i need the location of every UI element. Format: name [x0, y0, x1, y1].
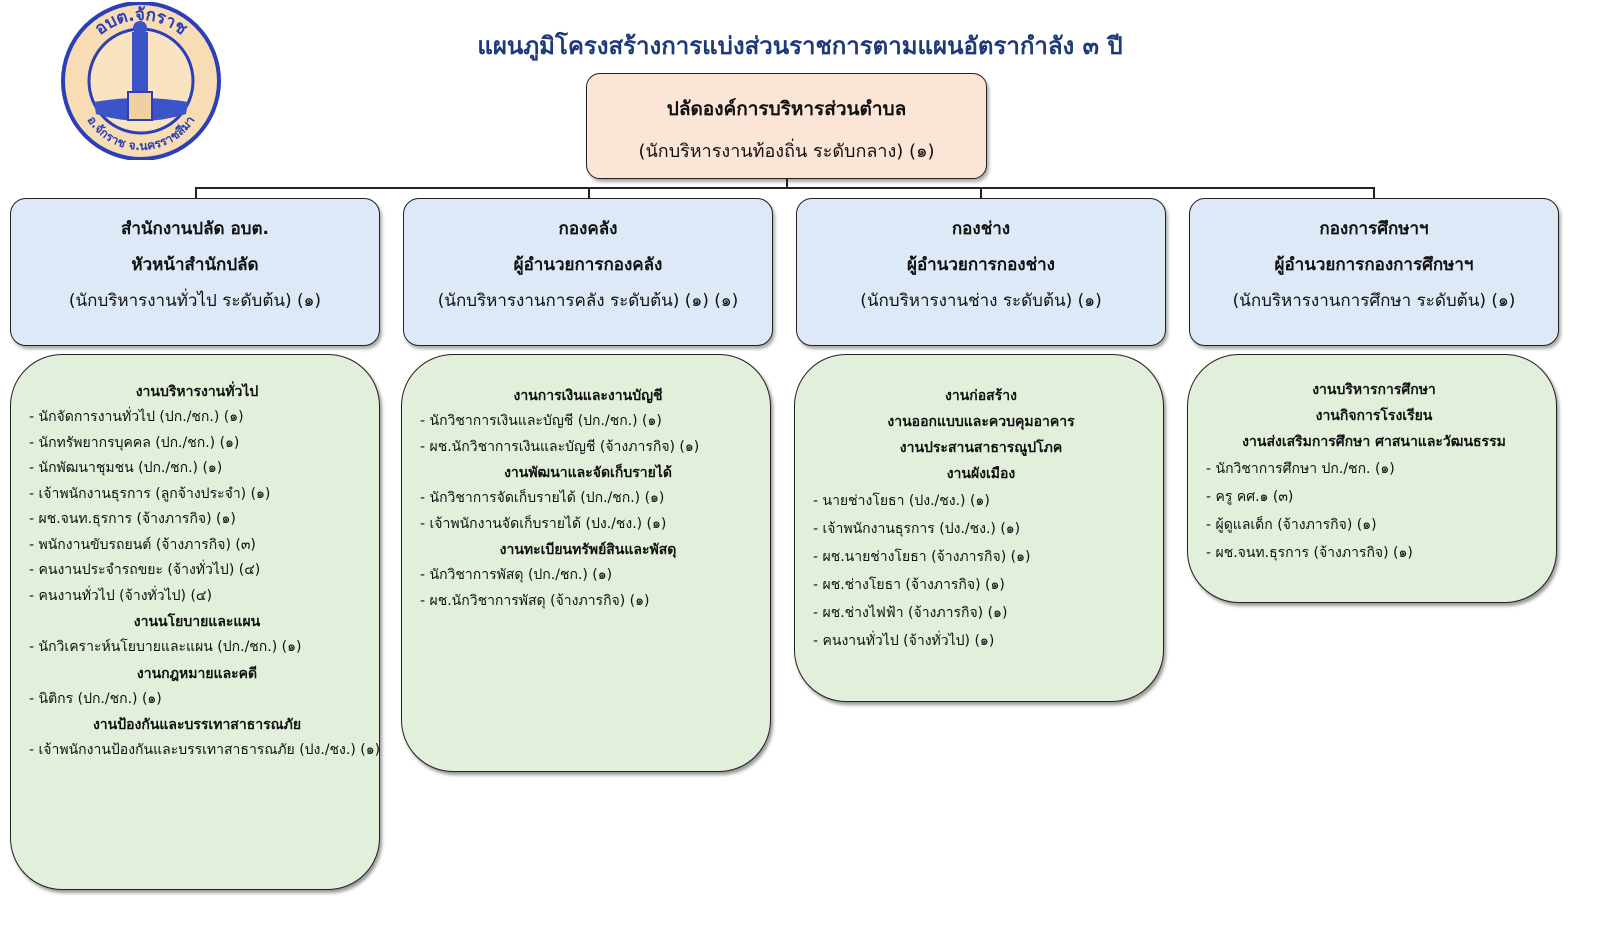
- position-list-item: - คนงานประจำรถขยะ (จ้างทั่วไป) (๔): [29, 562, 261, 578]
- position-list-item: - เจ้าพนักงานจัดเก็บรายได้ (ปง./ชง.) (๑): [420, 515, 667, 532]
- section-heading: งานกิจการโรงเรียน: [1315, 408, 1433, 424]
- section-heading: งานบริหารงานทั่วไป: [135, 384, 259, 400]
- department-box-engineering: กองช่าง ผู้อำนวยการกองช่าง (นักบริหารงาน…: [796, 198, 1166, 346]
- position-list-item: - นักจัดการงานทั่วไป (ปก./ชก.) (๑): [29, 409, 244, 425]
- section-box-office-of-permanent-secretary: งานบริหารงานทั่วไป - นักจัดการงานทั่วไป (…: [10, 354, 380, 890]
- department-name: กองช่าง: [951, 219, 1011, 239]
- position-list-item: - ครู คศ.๑ (๓): [1206, 489, 1294, 505]
- section-heading: งานป้องกันและบรรเทาสาธารณภัย: [92, 717, 302, 733]
- department-box-office-of-permanent-secretary: สำนักงานปลัด อบต. หัวหน้าสำนักปลัด (นักบ…: [10, 198, 380, 346]
- connector-line: [786, 178, 788, 188]
- position-list-item: - นักทรัพยากรบุคคล (ปก./ชก.) (๑): [29, 434, 240, 451]
- connector-line: [195, 187, 197, 198]
- position-list-item: - นายช่างโยธา (ปง./ชง.) (๑): [813, 493, 990, 509]
- department-head-position: (นักบริหารงานทั่วไป ระดับต้น) (๑): [68, 291, 322, 311]
- department-name: สำนักงานปลัด อบต.: [121, 219, 269, 239]
- position-list-item: - คนงานทั่วไป (จ้างทั่วไป) (๑): [813, 633, 995, 649]
- position-list-item: - คนงานทั่วไป (จ้างทั่วไป) (๔): [29, 587, 212, 604]
- position-list-item: - เจ้าพนักงานธุรการ (ปง./ชง.) (๑): [813, 521, 1021, 537]
- section-heading: งานกฎหมายและคดี: [136, 665, 258, 682]
- department-name: กองคลัง: [558, 219, 618, 239]
- chief-position: (นักบริหารงานท้องถิ่น ระดับกลาง) (๑): [638, 141, 935, 162]
- department-name: กองการศึกษาฯ: [1319, 219, 1429, 239]
- position-list-item: - เจ้าพนักงานป้องกันและบรรเทาสาธารณภัย (…: [29, 742, 381, 758]
- position-list-item: - ผช.นักวิชาการพัสดุ (จ้างภารกิจ) (๑): [420, 592, 650, 609]
- department-head-position: (นักบริหารงานการคลัง ระดับต้น) (๑) (๑): [437, 291, 739, 311]
- position-list-item: - ผช.นักวิชาการเงินและบัญชี (จ้างภารกิจ)…: [420, 438, 700, 455]
- organization-seal-logo: อบต.จักราช อ.จักราช จ.นครราชสีมา: [61, 2, 221, 160]
- position-list-item: - เจ้าพนักงานธุรการ (ลูกจ้างประจำ) (๑): [29, 485, 271, 502]
- position-list-item: - นิติกร (ปก./ชก.) (๑): [29, 690, 162, 707]
- position-list-item: - ผช.จนท.ธุรการ (จ้างภารกิจ) (๑): [29, 511, 236, 527]
- department-head: หัวหน้าสำนักปลัด: [131, 255, 259, 275]
- chief-title: ปลัดองค์การบริหารส่วนตำบล: [666, 98, 907, 120]
- position-list-item: - ผช.จนท.ธุรการ (จ้างภารกิจ) (๑): [1206, 545, 1413, 561]
- section-heading: งานทะเบียนทรัพย์สินและพัสดุ: [499, 542, 677, 558]
- department-head-position: (นักบริหารงานช่าง ระดับต้น) (๑): [860, 291, 1102, 311]
- chief-administrator-box: ปลัดองค์การบริหารส่วนตำบล (นักบริหารงานท…: [586, 73, 987, 179]
- section-heading: งานผังเมือง: [946, 466, 1016, 482]
- connector-line: [588, 187, 590, 198]
- connector-line: [195, 187, 1375, 189]
- position-list-item: - นักวิชาการจัดเก็บรายได้ (ปก./ชก.) (๑): [420, 490, 665, 506]
- section-heading: งานพัฒนาและจัดเก็บรายได้: [504, 465, 672, 481]
- section-box-finance: งานการเงินและงานบัญชี - นักวิชาการเงินและ…: [401, 354, 771, 772]
- department-head: ผู้อำนวยการกองการศึกษาฯ: [1274, 255, 1474, 275]
- section-heading: งานนโยบายและแผน: [133, 614, 261, 630]
- position-list-item: - นักวิเคราะห์นโยบายและแผน (ปก./ชก.) (๑): [29, 639, 302, 655]
- section-heading: งานก่อสร้าง: [945, 388, 1017, 404]
- department-head-position: (นักบริหารงานการศึกษา ระดับต้น) (๑): [1232, 291, 1516, 311]
- position-list-item: - นักพัฒนาชุมชน (ปก./ชก.) (๑): [29, 460, 223, 476]
- section-heading: งานบริหารการศึกษา: [1312, 382, 1436, 398]
- section-box-education: งานบริหารการศึกษางานกิจการโรงเรียนงานส่ง…: [1187, 354, 1557, 603]
- position-list-item: - ผช.นายช่างโยธา (จ้างภารกิจ) (๑): [813, 549, 1031, 565]
- position-list-item: - นักวิชาการเงินและบัญชี (ปก./ชก.) (๑): [420, 413, 662, 429]
- department-box-education: กองการศึกษาฯ ผู้อำนวยการกองการศึกษาฯ (นั…: [1189, 198, 1559, 346]
- department-box-finance: กองคลัง ผู้อำนวยการกองคลัง (นักบริหารงาน…: [403, 198, 773, 346]
- section-box-engineering: งานก่อสร้างงานออกแบบและควบคุมอาคารงานประ…: [794, 354, 1164, 702]
- section-heading: งานส่งเสริมการศึกษา ศาสนาและวัฒนธรรม: [1242, 434, 1506, 450]
- position-list-item: - ผู้ดูแลเด็ก (จ้างภารกิจ) (๑): [1206, 517, 1377, 533]
- connector-line: [1373, 187, 1375, 198]
- chart-title: แผนภูมิโครงสร้างการแบ่งส่วนราชการตามแผนอ…: [477, 32, 1123, 60]
- department-head: ผู้อำนวยการกองคลัง: [513, 255, 663, 275]
- section-heading: งานออกแบบและควบคุมอาคาร: [887, 414, 1075, 430]
- position-list-item: - ผช.ช่างโยธา (จ้างภารกิจ) (๑): [813, 577, 1005, 593]
- section-heading: งานการเงินและงานบัญชี: [513, 388, 663, 404]
- position-list-item: - นักวิชาการพัสดุ (ปก./ชก.) (๑): [420, 567, 613, 583]
- position-list-item: - นักวิชาการศึกษา ปก./ชก. (๑): [1206, 461, 1395, 477]
- connector-line: [980, 187, 982, 198]
- section-heading: งานประสานสาธารณูปโภค: [899, 440, 1063, 456]
- position-list-item: - ผช.ช่างไฟฟ้า (จ้างภารกิจ) (๑): [813, 605, 1008, 621]
- position-list-item: - พนักงานขับรถยนต์ (จ้างภารกิจ) (๓): [29, 536, 256, 553]
- department-head: ผู้อำนวยการกองช่าง: [906, 255, 1055, 275]
